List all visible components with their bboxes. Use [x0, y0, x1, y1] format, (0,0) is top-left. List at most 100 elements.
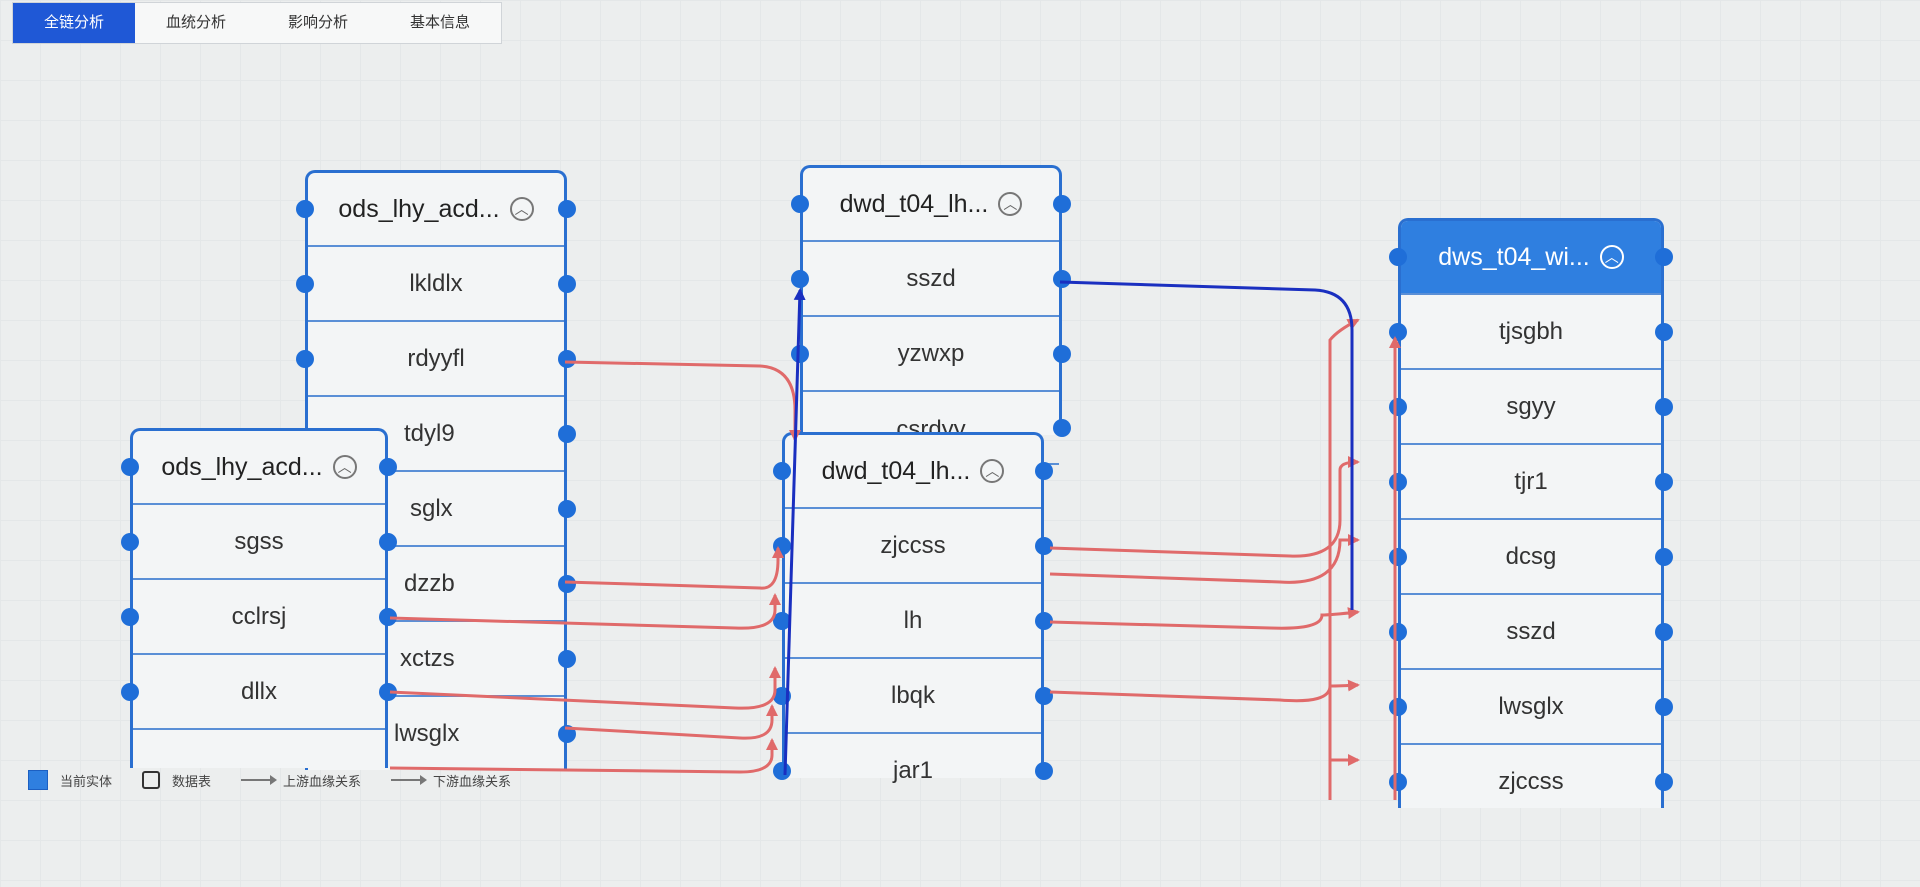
port-out[interactable]: [1655, 697, 1673, 716]
port-out[interactable]: [558, 649, 576, 668]
field-name: lwsglx: [1498, 692, 1564, 720]
port-in[interactable]: [773, 462, 791, 480]
port-out[interactable]: [379, 607, 397, 626]
current-entity-swatch: [28, 770, 48, 790]
node-header[interactable]: ods_lhy_acd... ︿: [121, 431, 397, 505]
field-name: dllx: [240, 677, 277, 705]
field-row[interactable]: lbqk: [773, 659, 1053, 734]
field-name: dzzb: [404, 569, 455, 597]
legend-table: 数据表: [142, 771, 211, 790]
tab-basic-info[interactable]: 基本信息: [409, 14, 470, 31]
port-out[interactable]: [1053, 195, 1071, 213]
field-name: zjccss: [1498, 767, 1564, 795]
port-in[interactable]: [121, 458, 139, 476]
port-in[interactable]: [121, 607, 139, 626]
field-name: tjsgbh: [1498, 317, 1564, 345]
tab-impact[interactable]: 影响分析: [287, 14, 348, 31]
node-header[interactable]: dws_t04_wi... ︿: [1389, 221, 1673, 295]
node-header[interactable]: ods_lhy_acd... ︿: [296, 173, 576, 247]
port-in[interactable]: [1389, 248, 1407, 266]
port-out[interactable]: [1655, 472, 1673, 491]
downstream-edge: [783, 288, 806, 776]
port-out[interactable]: [1035, 536, 1053, 555]
port-in[interactable]: [791, 269, 809, 288]
field-name: zjccss: [880, 531, 946, 559]
port-in[interactable]: [773, 611, 791, 630]
legend-label: 下游血缘关系: [433, 773, 512, 789]
dwd-table-node-b[interactable]: dwd_t04_lh... ︿ zjccss lh lbqk jar1: [773, 432, 1053, 784]
field-row[interactable]: sgyy: [1389, 370, 1673, 445]
port-out[interactable]: [1035, 761, 1053, 780]
port-out[interactable]: [379, 682, 397, 701]
field-row[interactable]: dllx: [121, 655, 397, 730]
field-row[interactable]: tjsgbh: [1389, 295, 1673, 370]
field-row[interactable]: lwsglx: [308, 697, 576, 770]
collapse-icon[interactable]: ︿: [332, 455, 357, 479]
tab-bar: 全链分析 血统分析 影响分析 基本信息: [12, 2, 502, 44]
field-row[interactable]: jar1: [773, 734, 1053, 807]
port-out[interactable]: [1655, 622, 1673, 641]
field-name: sgss: [234, 527, 284, 555]
field-name: lkldlx: [409, 269, 463, 297]
port-out[interactable]: [1655, 547, 1673, 566]
field-row[interactable]: lwsglx: [1389, 670, 1673, 745]
port-in[interactable]: [296, 200, 314, 218]
port-out[interactable]: [1035, 611, 1053, 630]
collapse-icon[interactable]: ︿: [509, 197, 534, 221]
tab-full-chain[interactable]: 全链分析: [13, 3, 135, 43]
port-out[interactable]: [379, 532, 397, 551]
field-name: jar1: [892, 756, 934, 784]
port-in[interactable]: [791, 344, 809, 363]
upstream-edge: [564, 546, 784, 590]
port-in[interactable]: [296, 274, 314, 293]
port-out[interactable]: [1053, 418, 1071, 437]
field-row[interactable]: rdyyfl: [296, 322, 576, 397]
collapse-icon[interactable]: ︿: [980, 459, 1005, 483]
port-out[interactable]: [379, 458, 397, 476]
tab-lineage[interactable]: 血统分析: [165, 14, 226, 31]
port-out[interactable]: [1035, 462, 1053, 480]
port-out[interactable]: [558, 424, 576, 443]
port-out[interactable]: [558, 274, 576, 293]
port-out[interactable]: [1655, 248, 1673, 266]
port-out[interactable]: [558, 499, 576, 518]
legend-label: 数据表: [172, 773, 212, 789]
field-row[interactable]: lkldlx: [296, 247, 576, 322]
node-header[interactable]: dwd_t04_lh... ︿: [791, 168, 1071, 242]
port-in[interactable]: [121, 532, 139, 551]
port-in[interactable]: [791, 195, 809, 213]
legend-current: 当前实体: [28, 770, 112, 790]
collapse-icon[interactable]: ︿: [998, 192, 1023, 216]
port-out[interactable]: [1655, 772, 1673, 791]
field-row[interactable]: cclrsj: [121, 580, 397, 655]
upstream-edge: [1049, 534, 1360, 584]
field-row[interactable]: xctzs: [308, 622, 576, 697]
field-row[interactable]: yzwxp: [791, 317, 1071, 392]
port-in[interactable]: [296, 349, 314, 368]
field-row[interactable]: zjccss: [1389, 745, 1673, 818]
dws-table-node-current[interactable]: dws_t04_wi... ︿ tjsgbh sgyy tjr1 dcsg ss…: [1389, 218, 1673, 808]
field-row[interactable]: sglx: [308, 472, 576, 547]
field-name: sglx: [410, 494, 453, 522]
port-out[interactable]: [1035, 686, 1053, 705]
node-header[interactable]: dwd_t04_lh... ︿: [773, 435, 1053, 509]
field-name: yzwxp: [897, 339, 965, 367]
port-out[interactable]: [558, 200, 576, 218]
collapse-icon[interactable]: ︿: [1599, 245, 1624, 269]
field-name: cclrsj: [231, 602, 287, 630]
upstream-edge: [1049, 456, 1360, 558]
upstream-edge: [564, 704, 778, 740]
field-row[interactable]: tdyl9: [308, 397, 576, 472]
node-title: ods_lhy_acd...: [161, 452, 323, 481]
ods-table-node-b[interactable]: ods_lhy_acd... ︿ sgss cclrsj dllx: [121, 428, 397, 768]
port-in[interactable]: [121, 682, 139, 701]
port-out[interactable]: [1655, 322, 1673, 341]
dwd-table-node-a[interactable]: dwd_t04_lh... ︿ sszd yzwxp csrdyy: [791, 165, 1071, 465]
port-out[interactable]: [1655, 397, 1673, 416]
port-out[interactable]: [1053, 344, 1071, 363]
legend-downstream: 下游血缘关系: [391, 771, 511, 790]
upstream-edge: [564, 360, 801, 442]
field-row[interactable]: lh: [773, 584, 1053, 659]
field-row[interactable]: sgss: [121, 505, 397, 580]
